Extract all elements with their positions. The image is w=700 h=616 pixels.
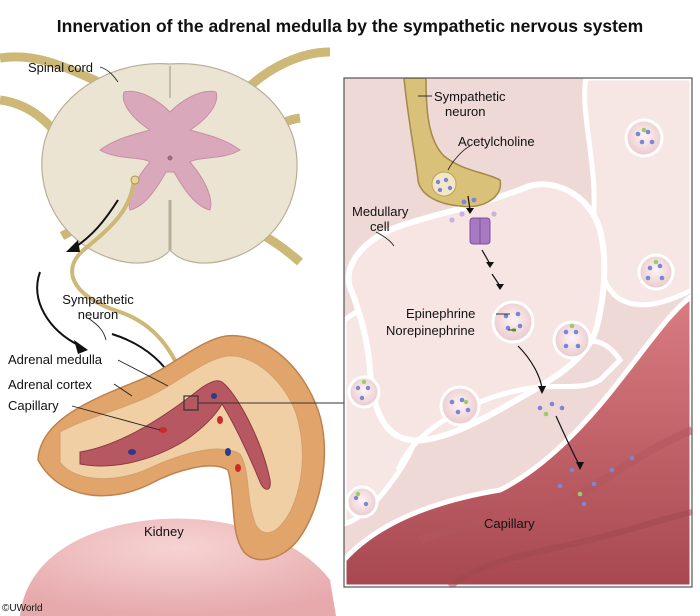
label-medullary-cell-line2: cell	[370, 219, 390, 234]
label-medullary-cell-line1: Medullary	[352, 204, 409, 219]
page-title: Innervation of the adrenal medulla by th…	[56, 16, 644, 36]
label-sympathetic-neuron-left: Sympathetic neuron	[56, 292, 140, 322]
spinal-cord	[41, 63, 298, 264]
granules	[353, 127, 665, 507]
leader-lines-right	[375, 95, 516, 331]
label-sympathetic-neuron-right: Sympathetic neuron	[434, 89, 506, 119]
adrenal-gland	[37, 334, 326, 561]
label-acetylcholine: Acetylcholine	[458, 134, 535, 149]
credit-uworld: ©UWorld	[2, 603, 43, 614]
label-capillary-left: Capillary	[8, 398, 59, 413]
label-sympathetic-neuron-left-line2: neuron	[77, 307, 119, 322]
pathway-arrows-right	[467, 195, 581, 467]
zoom-panel	[344, 78, 692, 587]
label-norepinephrine: Norepinephrine	[386, 323, 475, 338]
label-sympathetic-neuron-left-line1: Sympathetic	[62, 292, 134, 307]
sympathetic-neuron-fiber	[70, 177, 190, 399]
leader-lines-left	[71, 66, 169, 431]
label-adrenal-cortex: Adrenal cortex	[8, 377, 92, 392]
label-epinephrine: Epinephrine	[406, 306, 476, 321]
label-sympathetic-neuron-right-line2: neuron	[445, 104, 486, 119]
label-medullary-cell: Medullary cell	[352, 204, 408, 234]
label-kidney: Kidney	[144, 524, 184, 539]
label-sympathetic-neuron-right-line1: Sympathetic	[434, 89, 506, 104]
label-adrenal-medulla: Adrenal medulla	[8, 352, 102, 367]
arrowheads-right	[466, 208, 584, 470]
label-capillary-right: Capillary	[484, 516, 535, 531]
label-spinal-cord: Spinal cord	[28, 60, 94, 75]
zoom-panel-border	[343, 77, 693, 588]
